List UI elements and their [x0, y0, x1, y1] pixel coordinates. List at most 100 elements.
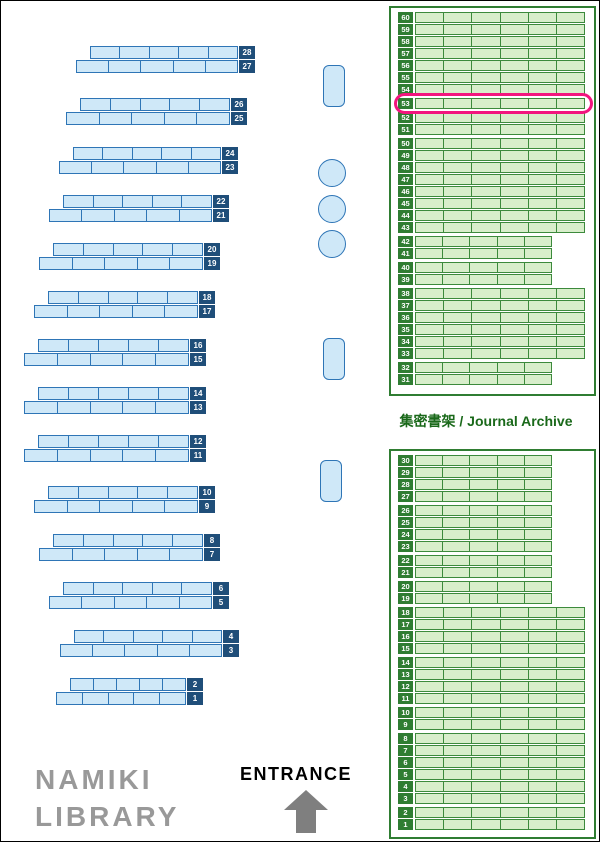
shelf-segment	[529, 37, 557, 46]
shelf-segment	[444, 325, 473, 334]
shelf-segment	[416, 708, 445, 717]
shelf-segment	[416, 363, 444, 372]
archive-shelf-row-47: 47	[398, 174, 588, 185]
shelf-segment	[557, 782, 584, 791]
shelf-number-1: 1	[187, 692, 203, 705]
shelf-segment	[472, 746, 501, 755]
shelf-segment	[444, 37, 473, 46]
shelf-segment	[182, 583, 211, 594]
shelf-segment	[416, 211, 445, 220]
shelf-segment	[416, 289, 445, 298]
shelf-segment	[529, 25, 557, 34]
archive-shelf-row-4: 4	[398, 781, 588, 792]
open-shelf-row-23	[59, 161, 221, 174]
shelf-segment	[170, 99, 201, 110]
shelf-segment	[529, 187, 557, 196]
shelf-segment	[416, 337, 445, 346]
shelf-segment	[529, 301, 557, 310]
shelf-segment	[443, 594, 471, 603]
shelf-number-17: 17	[199, 305, 215, 318]
shelf-segment	[200, 99, 229, 110]
shelf-number-5: 5	[213, 596, 229, 609]
archive-shelf-number-49: 49	[398, 150, 413, 161]
shelf-number-22: 22	[213, 195, 229, 208]
shelf-segment	[444, 151, 473, 160]
shelf-segment	[416, 480, 444, 489]
archive-shelf-bar-48	[415, 162, 585, 173]
archive-shelf-bar-13	[415, 669, 585, 680]
shelf-segment	[416, 49, 445, 58]
archive-shelf-bar-25	[415, 517, 552, 528]
shelf-segment	[501, 746, 529, 755]
shelf-segment	[140, 679, 163, 690]
shelf-segment	[170, 549, 202, 560]
shelf-segment	[58, 402, 91, 413]
archive-shelf-row-43: 43	[398, 222, 588, 233]
archive-shelf-bar-30	[415, 455, 552, 466]
shelf-segment	[470, 518, 498, 527]
shelf-segment	[416, 720, 445, 729]
shelf-segment	[529, 49, 557, 58]
shelf-segment	[498, 530, 525, 539]
archive-shelf-row-28: 28	[398, 479, 588, 490]
shelf-segment	[470, 237, 498, 246]
shelf-segment	[557, 13, 584, 22]
archive-shelf-bar-6	[415, 757, 585, 768]
archive-shelf-row-55: 55	[398, 72, 588, 83]
open-shelf-row-15	[24, 353, 189, 366]
shelf-segment	[444, 694, 473, 703]
shelf-segment	[132, 113, 165, 124]
shelf-segment	[443, 556, 471, 565]
shelf-segment	[82, 210, 115, 221]
shelf-segment	[501, 187, 529, 196]
shelf-segment	[163, 679, 185, 690]
shelf-number-6: 6	[213, 582, 229, 595]
shelf-segment	[529, 125, 557, 134]
archive-shelf-number-56: 56	[398, 60, 413, 71]
shelf-segment	[153, 196, 183, 207]
archive-shelf-row-42: 42	[398, 236, 588, 247]
shelf-segment	[525, 275, 551, 284]
shelf-segment	[470, 582, 498, 591]
shelf-segment	[529, 85, 557, 94]
shelf-segment	[109, 292, 139, 303]
shelf-segment	[472, 175, 501, 184]
archive-shelf-number-55: 55	[398, 72, 413, 83]
shelf-segment	[416, 113, 445, 122]
shelf-segment	[444, 289, 473, 298]
shelf-segment	[525, 468, 551, 477]
shelf-segment	[557, 708, 584, 717]
archive-shelf-number-4: 4	[398, 781, 413, 792]
shelf-segment	[529, 808, 557, 817]
shelf-segment	[557, 682, 584, 691]
archive-shelf-bar-43	[415, 222, 585, 233]
shelf-segment	[67, 113, 100, 124]
shelf-segment	[114, 244, 144, 255]
shelf-segment	[91, 402, 124, 413]
shelf-segment	[174, 61, 206, 72]
shelf-segment	[501, 289, 529, 298]
shelf-segment	[115, 597, 148, 608]
archive-shelf-number-33: 33	[398, 348, 413, 359]
shelf-segment	[416, 456, 444, 465]
shelf-segment	[147, 210, 180, 221]
shelf-segment	[529, 782, 557, 791]
shelf-segment	[25, 450, 58, 461]
open-shelf-row-7	[39, 548, 203, 561]
shelf-segment	[60, 162, 93, 173]
open-shelf-row-1	[56, 692, 186, 705]
shelf-segment	[501, 163, 529, 172]
shelf-segment	[557, 644, 584, 653]
shelf-segment	[529, 632, 557, 641]
shelf-segment	[39, 340, 69, 351]
shelf-segment	[99, 436, 129, 447]
shelf-segment	[557, 211, 584, 220]
shelf-segment	[525, 249, 551, 258]
shelf-segment	[115, 210, 148, 221]
shelf-segment	[501, 658, 529, 667]
shelf-segment	[117, 679, 140, 690]
shelf-segment	[501, 223, 529, 232]
shelf-segment	[557, 151, 584, 160]
open-shelf-row-6	[63, 582, 212, 595]
